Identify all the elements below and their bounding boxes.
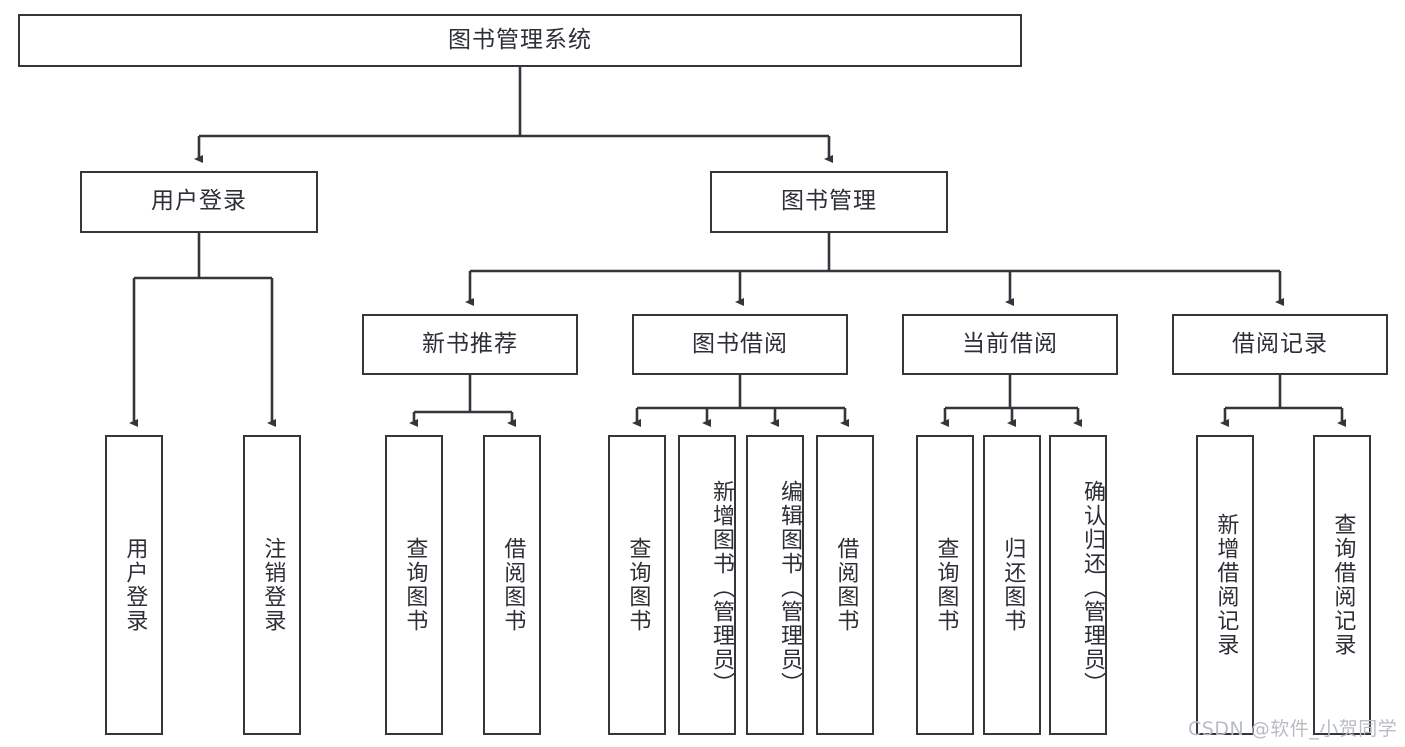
watermark-csdn: CSDN @软件_小贺同学 — [1188, 718, 1398, 740]
node-new-book-recommend[interactable]: 新书推荐 — [362, 314, 578, 375]
node-label: 借阅记录 — [1232, 330, 1328, 357]
node-leaf-edit-book-admin[interactable]: 编辑图书（管理员） — [746, 435, 804, 735]
node-label: 新书推荐 — [422, 330, 518, 357]
node-label: 确认归还（管理员） — [1080, 480, 1105, 696]
node-book-management[interactable]: 图书管理 — [710, 171, 948, 233]
node-user-login[interactable]: 用户登录 — [80, 171, 318, 233]
node-leaf-query-borrow-record[interactable]: 查询借阅记录 — [1313, 435, 1371, 735]
node-label: 查询图书 — [933, 537, 959, 633]
node-label: 图书管理系统 — [448, 26, 592, 53]
node-label: 图书管理 — [781, 188, 877, 215]
node-book-borrow[interactable]: 图书借阅 — [632, 314, 848, 375]
node-label: 新增图书（管理员） — [709, 480, 734, 696]
node-leaf-add-borrow-record[interactable]: 新增借阅记录 — [1196, 435, 1254, 735]
node-leaf-query-book-current[interactable]: 查询图书 — [916, 435, 974, 735]
node-borrow-records[interactable]: 借阅记录 — [1172, 314, 1388, 375]
node-label: 用户登录 — [151, 188, 247, 215]
node-leaf-query-book-recommend[interactable]: 查询图书 — [385, 435, 443, 735]
node-leaf-query-book-borrow[interactable]: 查询图书 — [608, 435, 666, 735]
node-leaf-confirm-return-admin[interactable]: 确认归还（管理员） — [1049, 435, 1107, 735]
node-label: 新增借阅记录 — [1213, 513, 1239, 657]
node-label: 归还图书 — [1000, 537, 1026, 633]
node-leaf-add-book-admin[interactable]: 新增图书（管理员） — [678, 435, 736, 735]
node-label: 借阅图书 — [833, 537, 859, 633]
node-label: 图书借阅 — [692, 330, 788, 357]
node-leaf-return-book[interactable]: 归还图书 — [983, 435, 1041, 735]
node-label: 注销登录 — [260, 537, 286, 633]
node-leaf-borrow-book[interactable]: 借阅图书 — [816, 435, 874, 735]
node-leaf-logout[interactable]: 注销登录 — [243, 435, 301, 735]
node-leaf-user-login[interactable]: 用户登录 — [105, 435, 163, 735]
node-current-borrow[interactable]: 当前借阅 — [902, 314, 1118, 375]
node-label: 查询图书 — [625, 537, 651, 633]
node-label: 查询图书 — [402, 537, 428, 633]
node-label: 用户登录 — [122, 537, 148, 633]
node-label: 当前借阅 — [962, 330, 1058, 357]
node-leaf-borrow-book-recommend[interactable]: 借阅图书 — [483, 435, 541, 735]
node-root-system[interactable]: 图书管理系统 — [18, 14, 1022, 67]
node-label: 借阅图书 — [500, 537, 526, 633]
node-label: 查询借阅记录 — [1330, 513, 1356, 657]
node-label: 编辑图书（管理员） — [777, 480, 802, 696]
